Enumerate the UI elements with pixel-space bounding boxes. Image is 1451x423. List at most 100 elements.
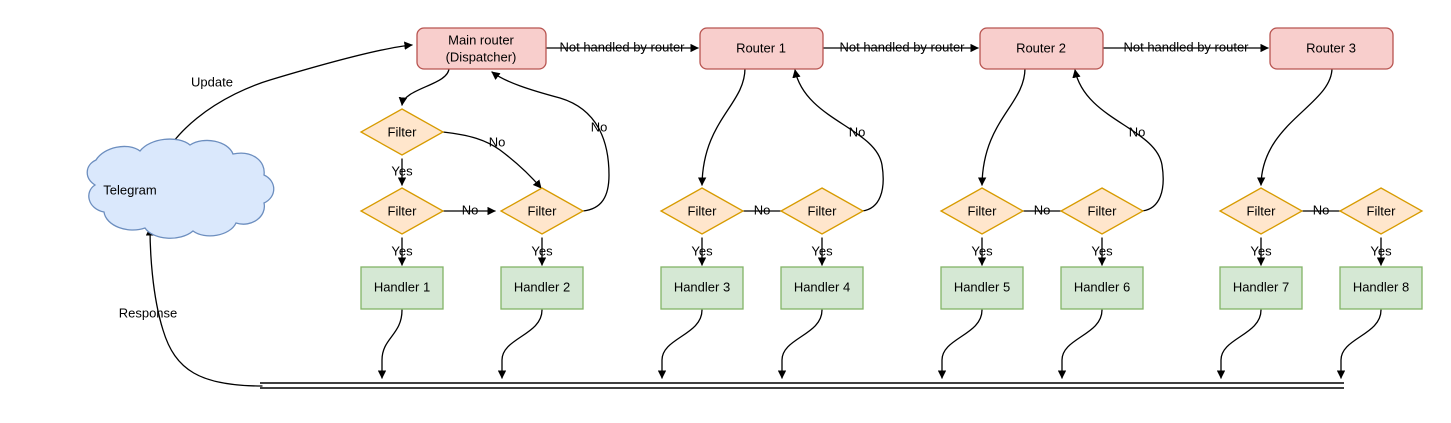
handler-8-label: Handler 8: [1353, 279, 1409, 294]
edge-router3-to-filter: [1256, 67, 1333, 186]
node-handler-5[interactable]: Handler 5: [940, 266, 1024, 310]
node-filter-5[interactable]: Filter: [779, 187, 865, 235]
node-filter-2[interactable]: Filter: [359, 187, 445, 235]
filter-9-label: Filter: [1367, 203, 1397, 218]
handler-2-shape: [500, 266, 584, 310]
edge-label-no-1: No: [489, 134, 506, 149]
filter-6-label: Filter: [968, 203, 998, 218]
node-filter-8[interactable]: Filter: [1218, 187, 1304, 235]
node-router-2[interactable]: Router 2: [979, 27, 1104, 70]
edge-filter2-no-mainrouter: [491, 71, 610, 212]
edge-label-no-6: No: [1129, 124, 1146, 139]
edge-label-yes-6: Yes: [971, 243, 993, 258]
router-3-shape: [1269, 27, 1394, 70]
node-router-1[interactable]: Router 1: [699, 27, 824, 70]
handler-7-shape: [1219, 266, 1303, 310]
node-filter-9[interactable]: Filter: [1338, 187, 1424, 235]
node-handler-6[interactable]: Handler 6: [1060, 266, 1144, 310]
telegram-label: Telegram: [103, 182, 156, 197]
edge-label-response: Response: [119, 305, 178, 320]
router-3-label: Router 3: [1306, 40, 1356, 55]
handler-4-shape: [780, 266, 864, 310]
router-1-label: Router 1: [736, 40, 786, 55]
edge-label-not-handled-3: Not handled by router: [1123, 39, 1249, 54]
edge-router1-to-filter: [697, 67, 746, 186]
edge-handler8-to-merge: [1336, 309, 1382, 379]
edge-label-yes-2: Yes: [391, 243, 413, 258]
node-filter-4[interactable]: Filter: [659, 187, 745, 235]
edge-response-to-telegram: [145, 227, 263, 387]
edge-label-update: Update: [191, 74, 233, 89]
edge-handler5-to-merge: [937, 309, 983, 379]
edge-label-no-4: No: [849, 124, 866, 139]
edge-label-yes-8: Yes: [1250, 243, 1272, 258]
handler-5-shape: [940, 266, 1024, 310]
filter-1-shape: [359, 108, 445, 156]
node-handler-3[interactable]: Handler 3: [660, 266, 744, 310]
edge-mainrouter-to-filter1: [398, 67, 450, 106]
filter-2-label: Filter: [388, 203, 418, 218]
node-handler-7[interactable]: Handler 7: [1219, 266, 1303, 310]
edge-label-no-8: No: [1313, 202, 1330, 217]
node-handler-8[interactable]: Handler 8: [1339, 266, 1423, 310]
filter-6-shape: [939, 187, 1025, 235]
edge-filterC2-no-router2: [1072, 69, 1164, 212]
filter-3-shape: [499, 187, 585, 235]
edge-label-no-2: No: [591, 119, 608, 134]
node-main-router[interactable]: Main router (Dispatcher): [416, 27, 547, 70]
node-handler-4[interactable]: Handler 4: [780, 266, 864, 310]
node-router-3[interactable]: Router 3: [1269, 27, 1394, 70]
filter-9-shape: [1338, 187, 1424, 235]
filter-1-label: Filter: [388, 124, 418, 139]
handler-6-label: Handler 6: [1074, 279, 1130, 294]
node-handler-2[interactable]: Handler 2: [500, 266, 584, 310]
edge-label-yes-4: Yes: [691, 243, 713, 258]
handler-7-label: Handler 7: [1233, 279, 1289, 294]
main-router-label-line2: (Dispatcher): [446, 49, 517, 64]
filter-3-label: Filter: [528, 203, 558, 218]
cloud-shape: [86, 138, 275, 239]
edge-label-no-5: No: [754, 202, 771, 217]
main-router-shape: [416, 27, 547, 70]
filter-8-shape: [1218, 187, 1304, 235]
router-2-label: Router 2: [1016, 40, 1066, 55]
edge-router2-to-filter: [977, 67, 1026, 186]
filter-7-label: Filter: [1088, 203, 1118, 218]
handler-5-label: Handler 5: [954, 279, 1010, 294]
handler-3-shape: [660, 266, 744, 310]
edge-label-no-3: No: [462, 202, 479, 217]
node-telegram[interactable]: Telegram: [86, 138, 275, 239]
node-filter-3[interactable]: Filter: [499, 187, 585, 235]
node-filter-1[interactable]: Filter: [359, 108, 445, 156]
handler-8-shape: [1339, 266, 1423, 310]
filter-2-shape: [359, 187, 445, 235]
handler-1-label: Handler 1: [374, 279, 430, 294]
main-router-label-line1: Main router: [448, 32, 514, 47]
edge-label-no-7: No: [1034, 202, 1051, 217]
edge-label-yes-7: Yes: [1091, 243, 1113, 258]
edge-label-not-handled-1: Not handled by router: [559, 39, 685, 54]
node-filter-6[interactable]: Filter: [939, 187, 1025, 235]
edge-handler4-to-merge: [777, 309, 823, 379]
filter-5-label: Filter: [808, 203, 838, 218]
edge-label-yes-1: Yes: [391, 163, 413, 178]
edge-handler2-to-merge: [497, 309, 543, 379]
handler-1-shape: [360, 266, 444, 310]
filter-4-shape: [659, 187, 745, 235]
node-filter-7[interactable]: Filter: [1059, 187, 1145, 235]
edge-label-yes-9: Yes: [1370, 243, 1392, 258]
edge-filterB2-no-router1: [792, 69, 884, 212]
edge-handler7-to-merge: [1216, 309, 1262, 379]
filter-7-shape: [1059, 187, 1145, 235]
handler-4-label: Handler 4: [794, 279, 850, 294]
handler-3-label: Handler 3: [674, 279, 730, 294]
filter-5-shape: [779, 187, 865, 235]
edge-handler1-to-merge: [377, 309, 403, 379]
edge-label-yes-3: Yes: [531, 243, 553, 258]
node-handler-1[interactable]: Handler 1: [360, 266, 444, 310]
edge-label-yes-5: Yes: [811, 243, 833, 258]
handler-2-label: Handler 2: [514, 279, 570, 294]
handler-6-shape: [1060, 266, 1144, 310]
